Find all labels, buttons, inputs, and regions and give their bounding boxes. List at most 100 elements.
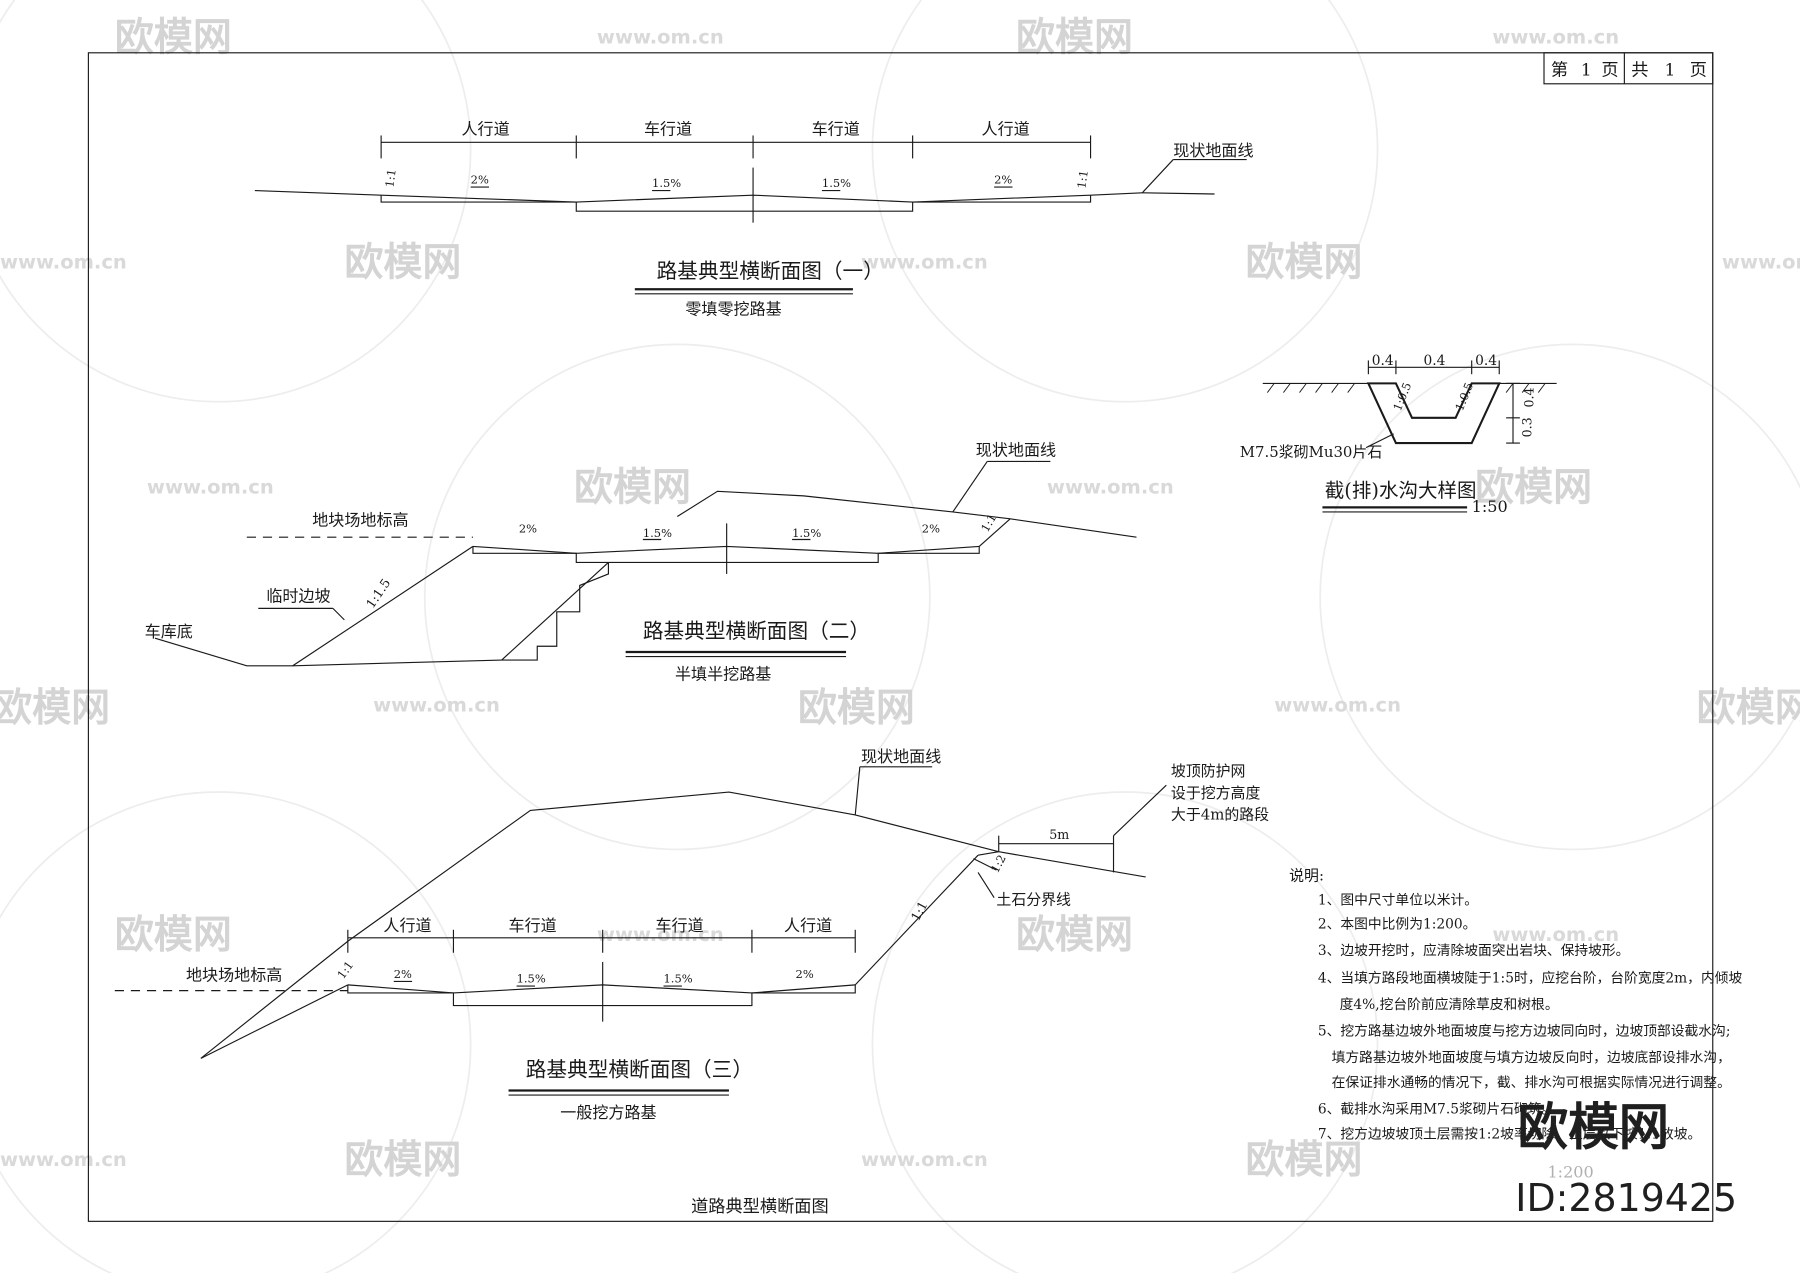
- ditch-side-slope: 1:0.5: [1390, 380, 1414, 413]
- slope-ratio: 1:1: [1074, 169, 1090, 189]
- brand-overlay: 欧模网 ID:2819425: [1515, 1097, 1737, 1220]
- slope-percent: 2%: [394, 967, 412, 981]
- total-label-suffix: 页: [1690, 61, 1707, 81]
- watermark-logo: 欧模网: [798, 686, 915, 731]
- note-line: 填方路基边坡外地面坡度与填方边坡反向时，边坡底部设排水沟，: [1332, 1049, 1731, 1066]
- slope-percent: 2%: [519, 522, 537, 536]
- slope-percent: 1.5%: [822, 176, 851, 190]
- watermark-logo: 欧模网: [1016, 16, 1133, 61]
- lane-label-carriageway: 车行道: [644, 119, 692, 138]
- slope-percent: 1.5%: [652, 176, 681, 190]
- ditch-title: 截(排)水沟大样图: [1325, 479, 1477, 502]
- watermark-logo: 欧模网: [0, 686, 110, 731]
- watermark-url: www.om.cn: [1274, 694, 1401, 717]
- drawing-footer-title: 道路典型横断面图: [691, 1197, 829, 1217]
- page-header: 第 1 页 共 1 页: [1543, 52, 1714, 85]
- note-line: 在保证排水通畅的情况下，截、排水沟可根据实际情况进行调整。: [1332, 1075, 1731, 1091]
- watermark-logo: 欧模网: [115, 913, 232, 958]
- slope-percent: 1.5%: [792, 526, 821, 540]
- scale-note: 1:200: [1547, 1163, 1593, 1182]
- lane-label-carriageway: 车行道: [655, 916, 703, 935]
- watermark-logo: 欧模网: [1246, 240, 1363, 285]
- cut-slope-ratio: 1:1: [908, 898, 931, 923]
- ditch-material: M7.5浆砌Mu30片石: [1240, 443, 1382, 461]
- watermark-url: www.om.cn: [861, 251, 988, 274]
- page-label-mid: 页: [1601, 61, 1618, 81]
- watermark-logo: 欧模网: [1016, 913, 1133, 958]
- section-1-drawing: 人行道 车行道 车行道 人行道 1:1 2% 1.5% 1.5% 2% 1:1 …: [254, 119, 1254, 319]
- note-line: 4、当填方路段地面横坡陡于1:5时，应挖台阶，台阶宽度2m，内倾坡: [1318, 970, 1743, 987]
- section-2-drawing: 地块场地标高 车库底 临时边坡 1:1.5 现状地面线 2% 1.5% 1.5%…: [145, 441, 1137, 684]
- watermark-url: www.om.cn: [0, 1148, 127, 1171]
- ditch-dim: 0.4: [1475, 353, 1497, 369]
- slope-ratio: 1:1: [382, 168, 398, 188]
- lane-label-sidewalk: 人行道: [784, 916, 832, 935]
- page-label-prefix: 第: [1551, 61, 1568, 81]
- note-line: 1、图中尺寸单位以米计。: [1318, 893, 1478, 909]
- watermark-logo: 欧模网: [1475, 465, 1592, 510]
- slope-percent: 2%: [994, 173, 1012, 187]
- notes-heading: 说明:: [1289, 866, 1324, 884]
- slope-ratio: 1:1.5: [363, 576, 394, 611]
- watermark-url: www.om.cn: [1722, 251, 1800, 274]
- lane-label-sidewalk: 人行道: [982, 119, 1030, 138]
- section-2-subtitle: 半填半挖路基: [675, 665, 771, 684]
- watermark-logo: 欧模网: [115, 16, 232, 61]
- site-level-label: 地块场地标高: [186, 965, 282, 984]
- watermark-url: www.om.cn: [1492, 26, 1619, 49]
- watermark-logo: 欧模网: [574, 465, 691, 510]
- ditch-detail: 0.4 0.4 0.4 1:0.5 1:0.5 0.4 0.3 M7.5浆砌Mu…: [1240, 353, 1557, 516]
- ditch-dim: 0.4: [1522, 387, 1537, 407]
- note-line: 7、挖方边坡坡顶土层需按1:2坡率切除，土层以下按1:1放坡。: [1318, 1126, 1701, 1143]
- watermark-logo: 欧模网: [344, 240, 461, 285]
- brand-logo-text: 欧模网: [1518, 1097, 1670, 1156]
- watermark-url: www.om.cn: [147, 476, 274, 499]
- slope-percent: 2%: [471, 173, 489, 187]
- watermark-url: www.om.cn: [597, 923, 724, 946]
- watermark-url: www.om.cn: [597, 26, 724, 49]
- watermark-logo: 欧模网: [1246, 1138, 1363, 1183]
- ditch-dim: 0.3: [1519, 417, 1534, 437]
- note-line: 3、边坡开挖时，应清除坡面突出岩块、保持坡形。: [1318, 942, 1630, 959]
- ditch-dim: 0.4: [1372, 353, 1394, 369]
- ditch-side-slope: 1:0.5: [1452, 380, 1476, 413]
- lane-label-sidewalk: 人行道: [461, 119, 509, 138]
- watermark-url: www.om.cn: [1492, 923, 1619, 946]
- slope-percent: 1.5%: [643, 526, 672, 540]
- notes-block: 说明: 1、图中尺寸单位以米计。 2、本图中比例为1:200。 3、边坡开挖时，…: [1289, 866, 1742, 1181]
- section-1-subtitle: 零填零挖路基: [685, 300, 781, 319]
- total-label-prefix: 共: [1631, 61, 1648, 81]
- top-slope-ratio: 1:2: [988, 852, 1009, 875]
- section-1-title: 路基典型横断面图（一）: [657, 259, 884, 283]
- section-3-subtitle: 一般挖方路基: [560, 1103, 656, 1122]
- ground-line-label: 现状地面线: [861, 747, 941, 766]
- section-2-title: 路基典型横断面图（二）: [643, 619, 870, 643]
- watermark-logo: 欧模网: [344, 1138, 461, 1183]
- slope-percent: 2%: [796, 967, 814, 981]
- bench-width: 5m: [1049, 827, 1069, 842]
- section-3-title: 路基典型横断面图（三）: [526, 1058, 753, 1082]
- soil-rock-label: 土石分界线: [996, 891, 1071, 909]
- site-level-label: 地块场地标高: [312, 511, 408, 530]
- ditch-dim: 0.4: [1423, 353, 1445, 369]
- watermark-url: www.om.cn: [861, 1148, 988, 1171]
- garage-floor-label: 车库底: [145, 622, 193, 641]
- note-line: 5、挖方路基边坡外地面坡度与挖方边坡同向时，边坡顶部设截水沟;: [1318, 1022, 1731, 1039]
- watermark-logo: 欧模网: [1697, 686, 1800, 731]
- ground-line-label: 现状地面线: [976, 441, 1056, 460]
- note-line: 6、截排水沟采用M7.5浆砌片石砌筑。: [1318, 1101, 1555, 1117]
- ditch-scale: 1:50: [1472, 497, 1508, 516]
- note-line: 2、本图中比例为1:200。: [1318, 917, 1477, 933]
- slope-percent: 1.5%: [664, 972, 693, 986]
- temp-slope-label: 临时边坡: [266, 586, 330, 605]
- slope-ratio: 1:1: [334, 958, 356, 981]
- ground-line-label: 现状地面线: [1173, 141, 1253, 160]
- drawing-frame: [87, 52, 1714, 1222]
- total-number: 1: [1665, 61, 1676, 81]
- watermark-url: www.om.cn: [0, 251, 127, 274]
- net-note-line: 坡顶防护网: [1171, 762, 1246, 780]
- section-3-drawing: 人行道 车行道 车行道 人行道 地块场地标高 1:1 2% 1.5% 1.5% …: [114, 747, 1269, 1122]
- lane-label-carriageway: 车行道: [812, 119, 860, 138]
